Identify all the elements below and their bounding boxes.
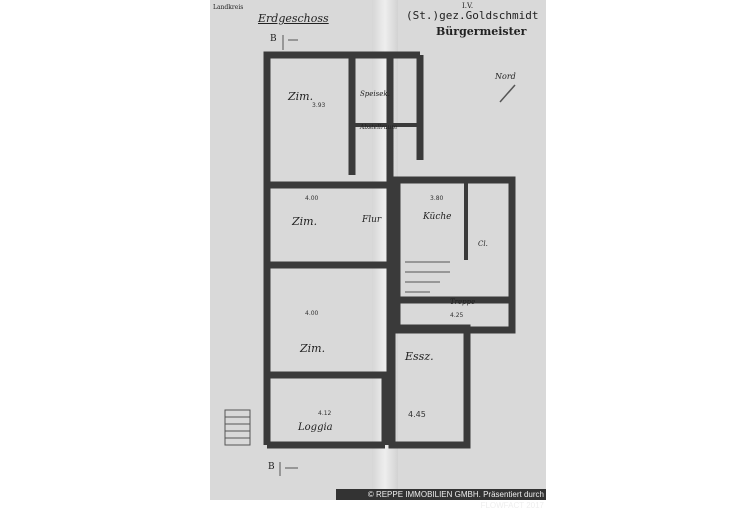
exterior-steps — [224, 409, 251, 446]
wall-room-zim-1 — [263, 51, 394, 189]
north-arrow-icon — [499, 84, 516, 103]
room-dimension: 4.00 — [305, 195, 319, 202]
copyright-notice: © REPPE IMMOBILIEN GMBH. Präsentiert dur… — [336, 489, 546, 510]
room-label-flur: Flur — [362, 215, 382, 225]
wall-room-zim-2 — [263, 181, 394, 269]
floor-plan-walls — [224, 35, 516, 476]
signature-iv: I.V. — [462, 2, 474, 10]
room-dimension: 4.45 — [408, 410, 426, 419]
room-label-cl: Cl. — [478, 240, 488, 248]
signature-title: Bürgermeister — [436, 25, 527, 38]
room-label-abstellraum: Abstellraum — [360, 124, 398, 131]
room-label-treppe: Treppe — [450, 298, 476, 306]
stairs — [405, 261, 450, 293]
wall-room-zim-3 — [263, 261, 394, 379]
room-dimension: 4.25 — [450, 312, 464, 319]
room-dimension: 4.12 — [318, 410, 332, 417]
north-label: Nord — [495, 72, 516, 81]
section-mark-top: B — [270, 34, 277, 44]
room-dimension: 3.80 — [430, 195, 444, 202]
wall-room-essz — [388, 324, 471, 449]
room-label-zim: Zim. — [292, 215, 318, 228]
room-label-zim: Zim. — [300, 342, 326, 355]
room-label-loggia: Loggia — [298, 422, 333, 433]
room-dimension: 4.00 — [305, 310, 319, 317]
handwritten-title: Erdgeschoss — [258, 12, 329, 25]
room-label-zim: Zim. — [288, 90, 314, 103]
signature-name: (St.)gez.Goldschmidt — [406, 9, 539, 22]
stamp-text: Landkreis — [213, 4, 244, 11]
section-mark-bottom: B — [268, 462, 275, 472]
room-dimension: 3.93 — [312, 102, 326, 109]
room-label-essz: Essz. — [405, 350, 434, 363]
room-label-speisek: Speisek. — [360, 90, 390, 98]
room-label-kueche: Küche — [423, 212, 452, 222]
